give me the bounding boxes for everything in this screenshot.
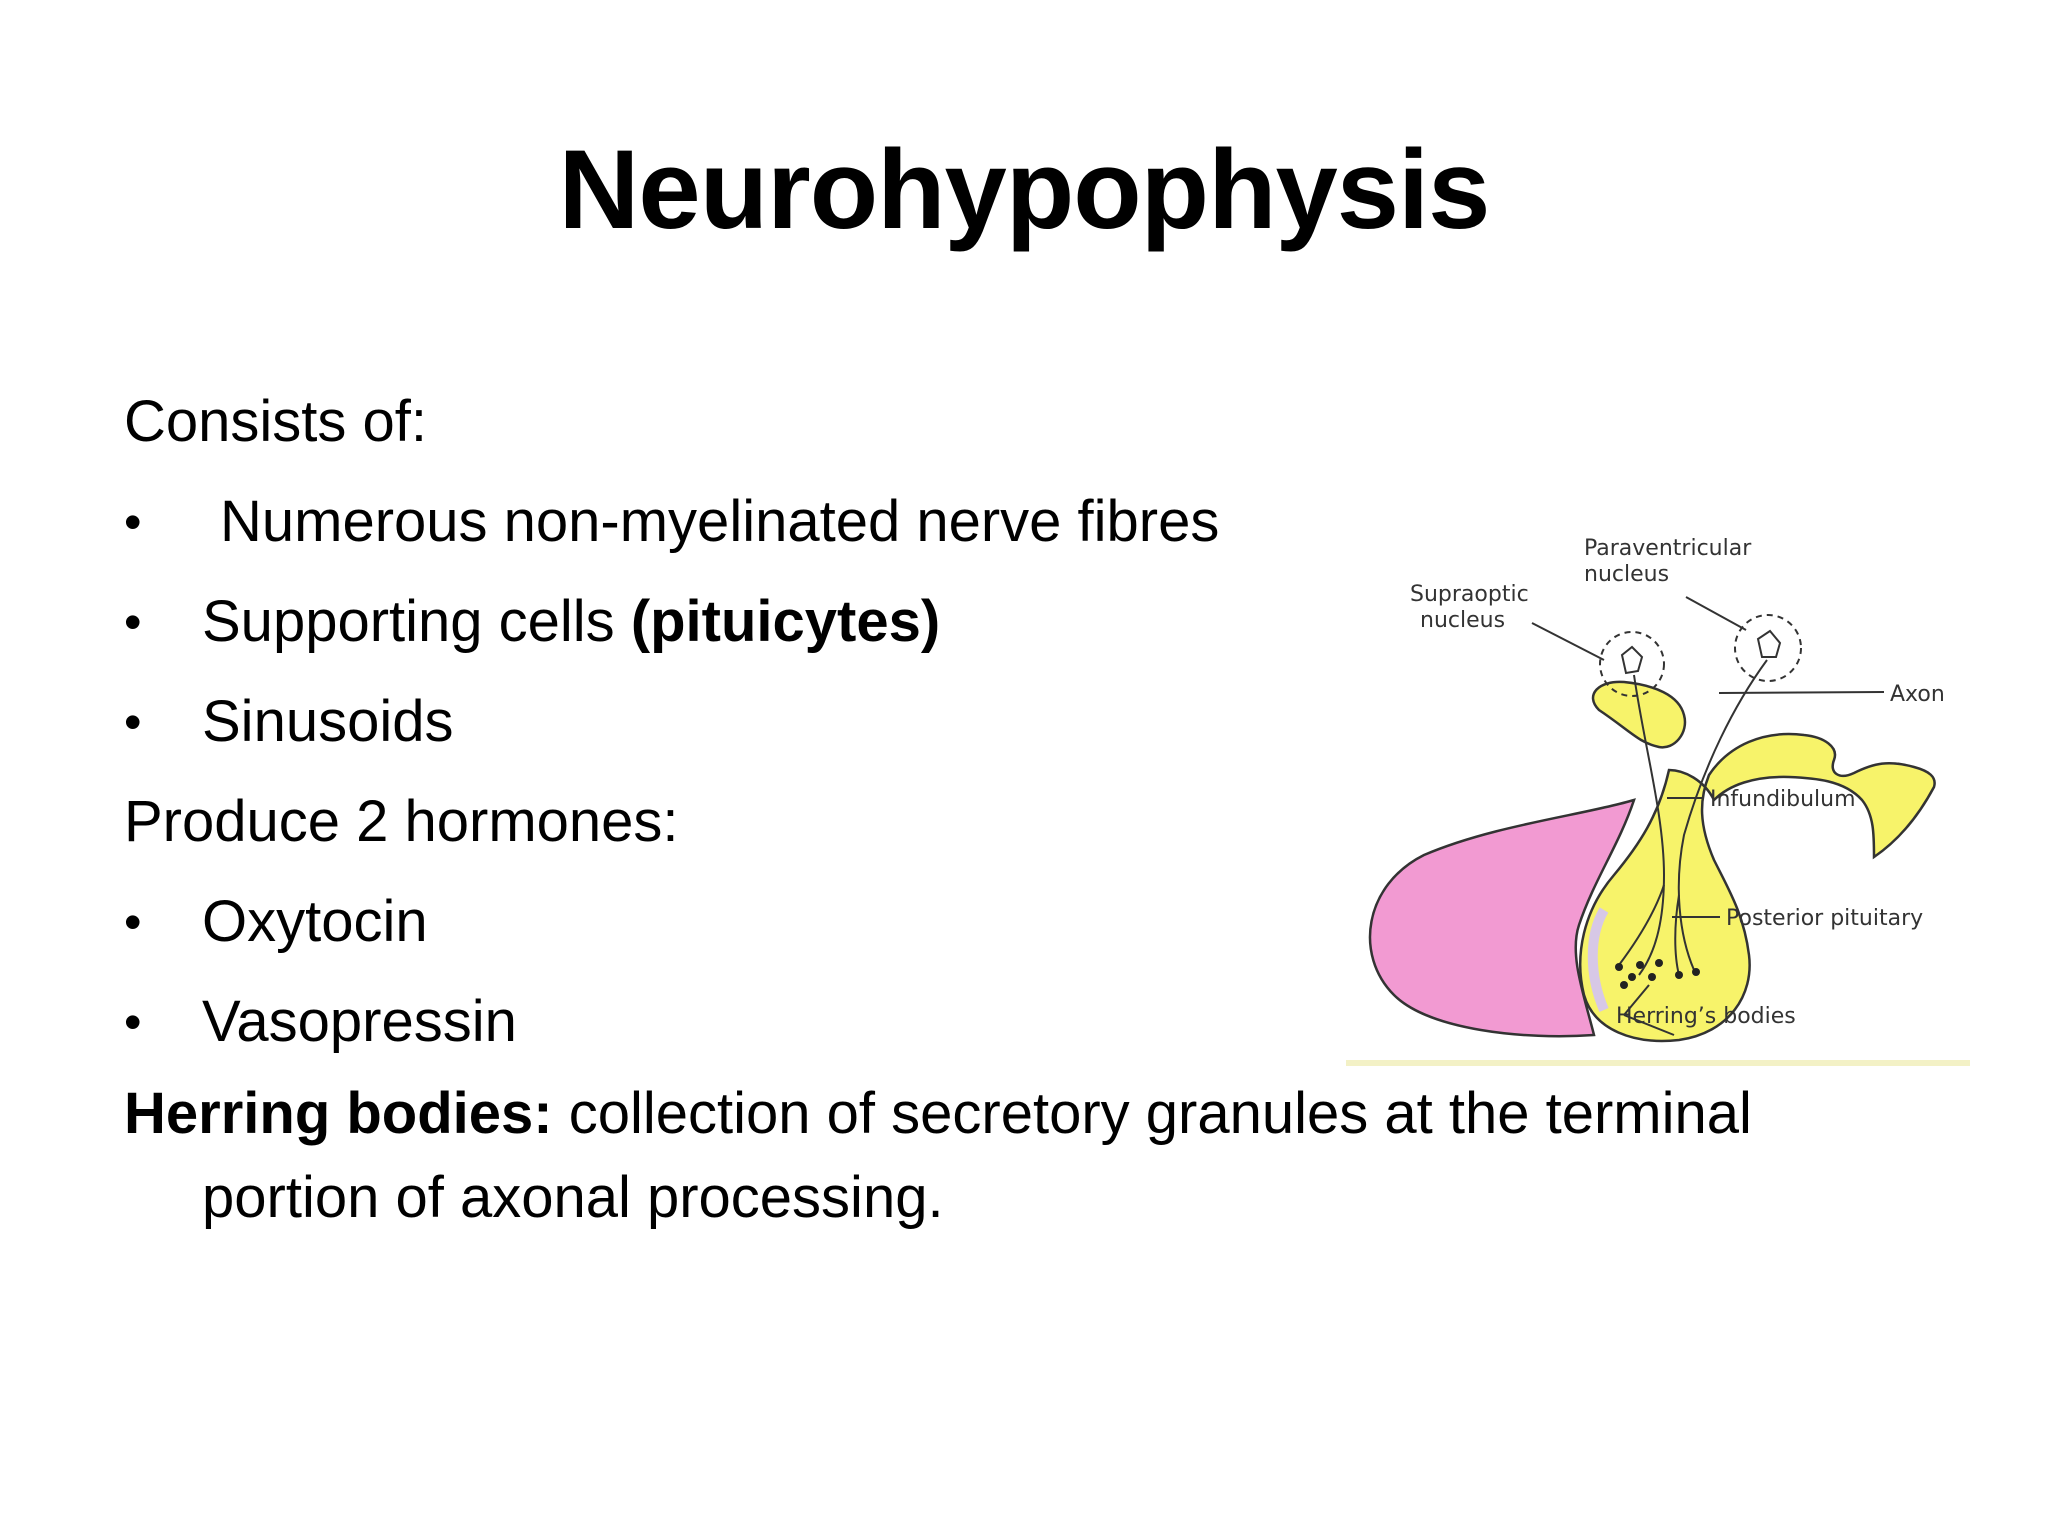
bullet-icon: • <box>124 994 142 1050</box>
bullet-text-bold: (pituicytes) <box>630 589 941 654</box>
posterior-lobe-shape <box>1579 732 1936 1043</box>
herring-text-continued: portion of axonal processing. <box>202 1165 944 1230</box>
herring-paragraph: Herring bodies: collection of secretory … <box>124 1072 1924 1240</box>
paraventricular-neuron-icon <box>1756 629 1782 658</box>
label-herrings-bodies: Herring’s bodies <box>1616 1004 1796 1029</box>
bullet-text: Oxytocin <box>202 889 428 954</box>
label-paraventricular: Paraventricular <box>1584 536 1752 561</box>
axon-fibre <box>1674 894 1680 976</box>
bullet-icon: • <box>124 494 142 550</box>
bullet-text-regular: Supporting cells <box>202 589 631 654</box>
list-item: • Vasopressin <box>124 972 1924 1072</box>
supraoptic-neuron-circle <box>1599 631 1665 697</box>
list-item: • Sinusoids <box>124 672 1924 772</box>
pituitary-diagram-svg: Paraventricular nucleus Supraoptic nucle… <box>1346 536 1970 1066</box>
hypothalamus-shape <box>1591 680 1687 749</box>
bullet-text: Numerous non-myelinated nerve fibres <box>220 489 1220 554</box>
herring-text: collection of secretory granules at the … <box>552 1081 1752 1146</box>
bullet-text: Sinusoids <box>202 689 454 754</box>
label-infundibulum: Infundibulum <box>1710 787 1856 812</box>
list-item: • Oxytocin <box>124 872 1924 972</box>
axon-fibre <box>1677 659 1768 971</box>
supraoptic-neuron-icon <box>1620 645 1644 675</box>
bullet-text: Supporting cells (pituicytes) <box>202 589 940 654</box>
axon-fibre <box>1633 674 1666 976</box>
consists-heading: Consists of: <box>124 389 427 454</box>
pituitary-diagram: Paraventricular nucleus Supraoptic nucle… <box>1334 515 1974 1070</box>
anterior-lobe-shape <box>1368 798 1636 1038</box>
label-paraventricular-nucleus: nucleus <box>1584 562 1669 587</box>
list-item: • Numerous non-myelinated nerve fibres <box>124 472 1924 572</box>
herring-label: Herring bodies: <box>124 1081 553 1146</box>
label-axon: Axon <box>1890 682 1945 707</box>
axon-fibre <box>1618 884 1665 966</box>
produce-heading: Produce 2 hormones: <box>124 789 679 854</box>
bullet-icon: • <box>124 694 142 750</box>
bullet-icon: • <box>124 894 142 950</box>
bullet-icon: • <box>124 594 142 650</box>
slide-title: Neurohypophysis <box>558 127 1491 252</box>
label-supraoptic-nucleus: nucleus <box>1420 608 1505 633</box>
list-item: • Supporting cells (pituicytes) <box>124 572 1924 672</box>
paraventricular-neuron-circle <box>1734 614 1802 682</box>
label-supraoptic: Supraoptic <box>1410 582 1529 607</box>
label-posterior-pituitary: Posterior pituitary <box>1726 906 1923 931</box>
intermediate-cleft <box>1587 907 1609 1012</box>
slide-body: Consists of: • Numerous non-myelinated n… <box>124 372 1924 1240</box>
leader-lines <box>1531 596 1885 1036</box>
bullet-text: Vasopressin <box>202 989 517 1054</box>
herring-bodies-dots <box>1615 959 1700 989</box>
